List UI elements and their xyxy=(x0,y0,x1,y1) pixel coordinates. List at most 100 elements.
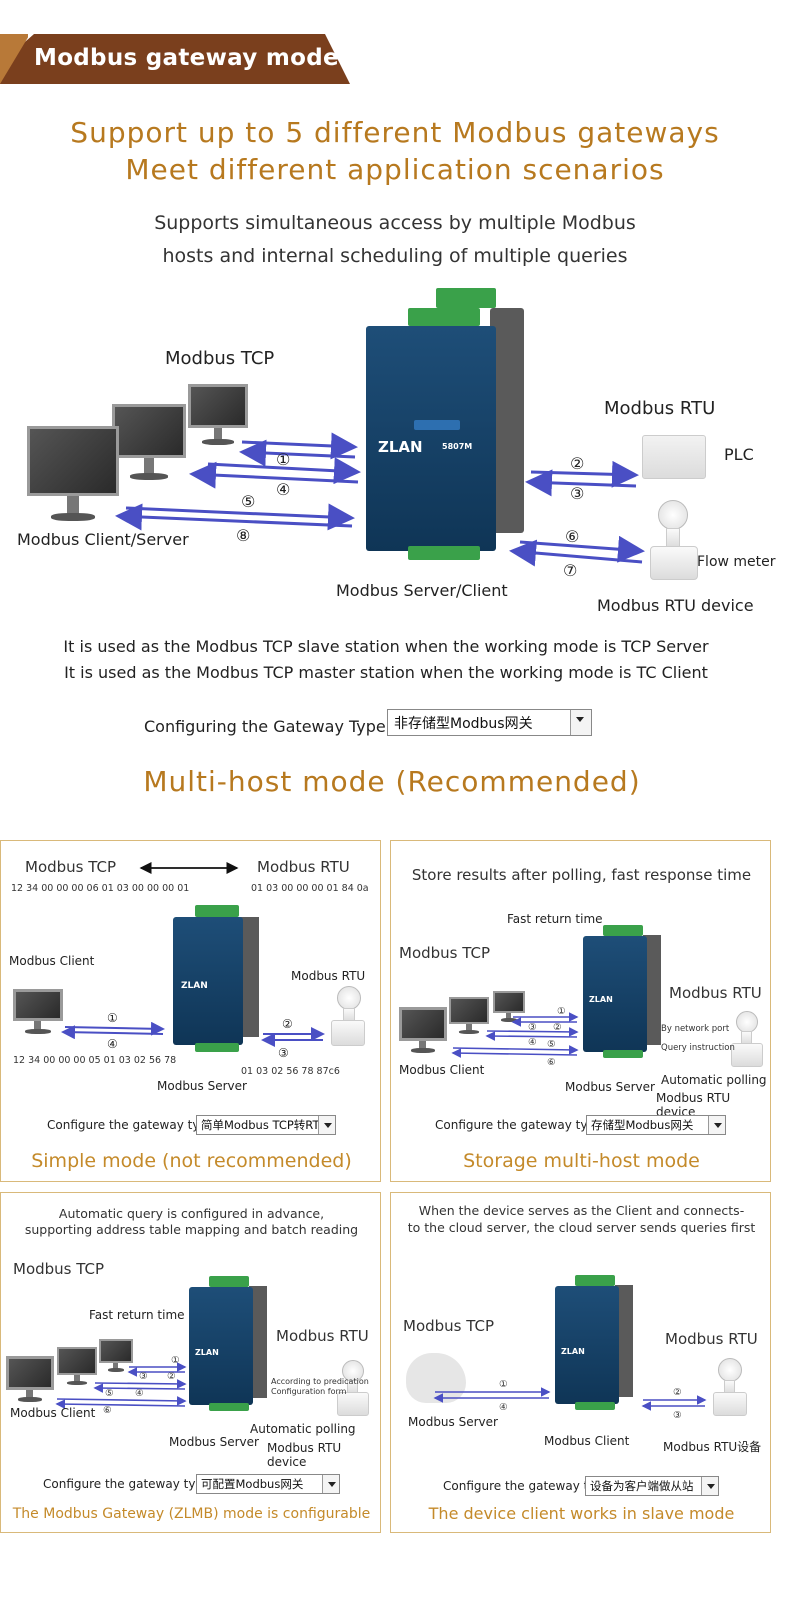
zlmb-fast-label: Fast return time xyxy=(89,1308,185,1322)
diagram-client-label: Modbus Client/Server xyxy=(17,530,189,549)
zlmb-pred2: Configuration form xyxy=(271,1387,347,1396)
monitor-icon xyxy=(188,384,248,446)
simple-tcp-hex: 12 34 00 00 00 06 01 03 00 00 00 01 xyxy=(11,883,190,894)
storage-tcp-label: Modbus TCP xyxy=(399,944,491,962)
flow-meter-icon xyxy=(337,1360,369,1416)
monitor-icon xyxy=(112,404,186,482)
client-client-label: Modbus Client xyxy=(544,1434,630,1448)
zlmb-caption: The Modbus Gateway (ZLMB) mode is config… xyxy=(12,1506,371,1522)
zlmb-config-label: Configure the gateway type: xyxy=(43,1477,215,1491)
zlmb-config-select[interactable]: 可配置Modbus网关 xyxy=(196,1474,340,1494)
zlmb-tcp-label: Modbus TCP xyxy=(13,1260,105,1278)
chevron-down-icon[interactable] xyxy=(570,710,591,735)
client-config-select[interactable]: 设备为客户端做从站 xyxy=(585,1476,719,1496)
step-num: ④ xyxy=(528,1037,537,1048)
chevron-down-icon[interactable] xyxy=(318,1116,335,1134)
step-num: ④ xyxy=(107,1037,118,1051)
storage-by-port: By network port xyxy=(661,1024,730,1034)
step-num: ④ xyxy=(276,480,291,499)
gateway-device: ZLAN xyxy=(583,925,663,1061)
zlmb-client-label: Modbus Client xyxy=(10,1406,96,1420)
simple-rtu-small: Modbus RTU xyxy=(291,969,366,983)
panel-zlmb: Automatic query is configured in advance… xyxy=(0,1192,381,1533)
chevron-down-icon[interactable] xyxy=(322,1475,339,1493)
client-title2: to the cloud server, the cloud server se… xyxy=(407,1220,756,1235)
simple-config-label: Configure the gateway type: xyxy=(47,1118,219,1132)
storage-title: Store results after polling, fast respon… xyxy=(411,866,752,884)
simple-tcp-label: Modbus TCP xyxy=(25,858,117,876)
simple-arrows xyxy=(61,862,325,1047)
simple-caption: Simple mode (not recommended) xyxy=(31,1150,352,1172)
diagram-tcp-label: Modbus TCP xyxy=(165,348,275,369)
step-num: ⑥ xyxy=(103,1405,112,1416)
storage-query: Query instruction xyxy=(661,1043,735,1053)
zlmb-pred1: According to predication xyxy=(271,1377,369,1386)
zlmb-server-label: Modbus Server xyxy=(169,1435,259,1449)
section-banner: Modbus gateway mode xyxy=(0,34,350,84)
step-num: ⑥ xyxy=(565,527,580,546)
step-num: ② xyxy=(673,1387,682,1398)
step-num: ⑧ xyxy=(236,526,251,545)
desc-line2: It is used as the Modbus TCP master stat… xyxy=(64,663,708,682)
step-num: ⑤ xyxy=(241,492,256,511)
storage-caption: Storage multi-host mode xyxy=(463,1150,700,1172)
step-num: ③ xyxy=(278,1046,289,1060)
gateway-type-select[interactable]: 非存储型Modbus网关 xyxy=(387,709,592,736)
desc-line1: It is used as the Modbus TCP slave stati… xyxy=(63,637,709,656)
step-num: ① xyxy=(276,450,291,469)
zlmb-rtu-dev-label: Modbus RTU device xyxy=(267,1441,342,1469)
device-brand: ZLAN xyxy=(378,438,423,456)
storage-rtu-label: Modbus RTU xyxy=(669,984,762,1002)
monitor-icon xyxy=(399,1007,447,1055)
flow-meter-icon xyxy=(650,500,700,582)
step-num: ⑥ xyxy=(547,1057,556,1068)
device-brand: ZLAN xyxy=(181,981,208,991)
flow-meter-icon xyxy=(713,1358,747,1416)
storage-arrows xyxy=(451,1012,579,1058)
storage-auto-label: Automatic polling xyxy=(661,1073,767,1087)
zlmb-rtu-label: Modbus RTU xyxy=(276,1327,369,1345)
client-arrows xyxy=(433,1387,707,1411)
chevron-down-icon[interactable] xyxy=(701,1477,718,1495)
step-num: ② xyxy=(282,1017,293,1031)
storage-config-label: Configure the gateway type: xyxy=(435,1118,607,1132)
subline-line2: hosts and internal scheduling of multipl… xyxy=(162,245,628,267)
client-config-label: Configure the gateway type: xyxy=(443,1479,615,1493)
client-tcp-label: Modbus TCP xyxy=(403,1317,495,1335)
zlmb-title1: Automatic query is configured in advance… xyxy=(58,1206,325,1221)
zlmb-config-value: 可配置Modbus网关 xyxy=(201,1477,304,1491)
subline-line1: Supports simultaneous access by multiple… xyxy=(154,212,636,234)
zlmb-title2: supporting address table mapping and bat… xyxy=(24,1222,359,1237)
zlmb-auto-label: Automatic polling xyxy=(250,1422,356,1436)
gateway-device: ZLAN xyxy=(555,1275,635,1415)
monitor-icon xyxy=(99,1339,133,1373)
simple-client-label: Modbus Client xyxy=(9,954,95,968)
chevron-down-icon[interactable] xyxy=(708,1116,725,1134)
step-num: ② xyxy=(553,1022,562,1033)
diagram-arrows xyxy=(115,432,645,567)
diagram-rtu-label: Modbus RTU xyxy=(604,398,716,419)
storage-client-label: Modbus Client xyxy=(399,1063,485,1077)
simple-config-value: 简单Modbus TCP转RTU xyxy=(201,1118,328,1132)
step-num: ① xyxy=(499,1379,508,1390)
device-model: 5807M xyxy=(442,442,473,451)
panel-simple: Modbus TCP Modbus RTU 12 34 00 00 00 06 … xyxy=(0,840,381,1182)
storage-fast-label: Fast return time xyxy=(507,912,603,926)
monitor-icon xyxy=(493,991,525,1023)
storage-config-select[interactable]: 存储型Modbus网关 xyxy=(586,1115,726,1135)
diagram-flow-label: Flow meter xyxy=(697,554,776,570)
gateway-device: ZLAN xyxy=(189,1276,269,1414)
storage-config-value: 存储型Modbus网关 xyxy=(591,1118,694,1132)
step-num: ① xyxy=(107,1011,118,1025)
monitor-icon xyxy=(13,989,63,1035)
simple-config-select[interactable]: 简单Modbus TCP转RTU xyxy=(196,1115,336,1135)
client-caption: The device client works in slave mode xyxy=(428,1504,735,1523)
config-main-label: Configuring the Gateway Type： xyxy=(144,717,402,736)
step-num: ① xyxy=(557,1006,566,1017)
simple-resp-hex: 12 34 00 00 00 05 01 03 02 56 78 xyxy=(13,1055,177,1066)
monitor-icon xyxy=(449,997,489,1035)
simple-server-label: Modbus Server xyxy=(157,1079,247,1093)
step-num: ③ xyxy=(673,1410,682,1421)
step-num: ④ xyxy=(499,1402,508,1413)
step-num: ② xyxy=(167,1371,176,1382)
